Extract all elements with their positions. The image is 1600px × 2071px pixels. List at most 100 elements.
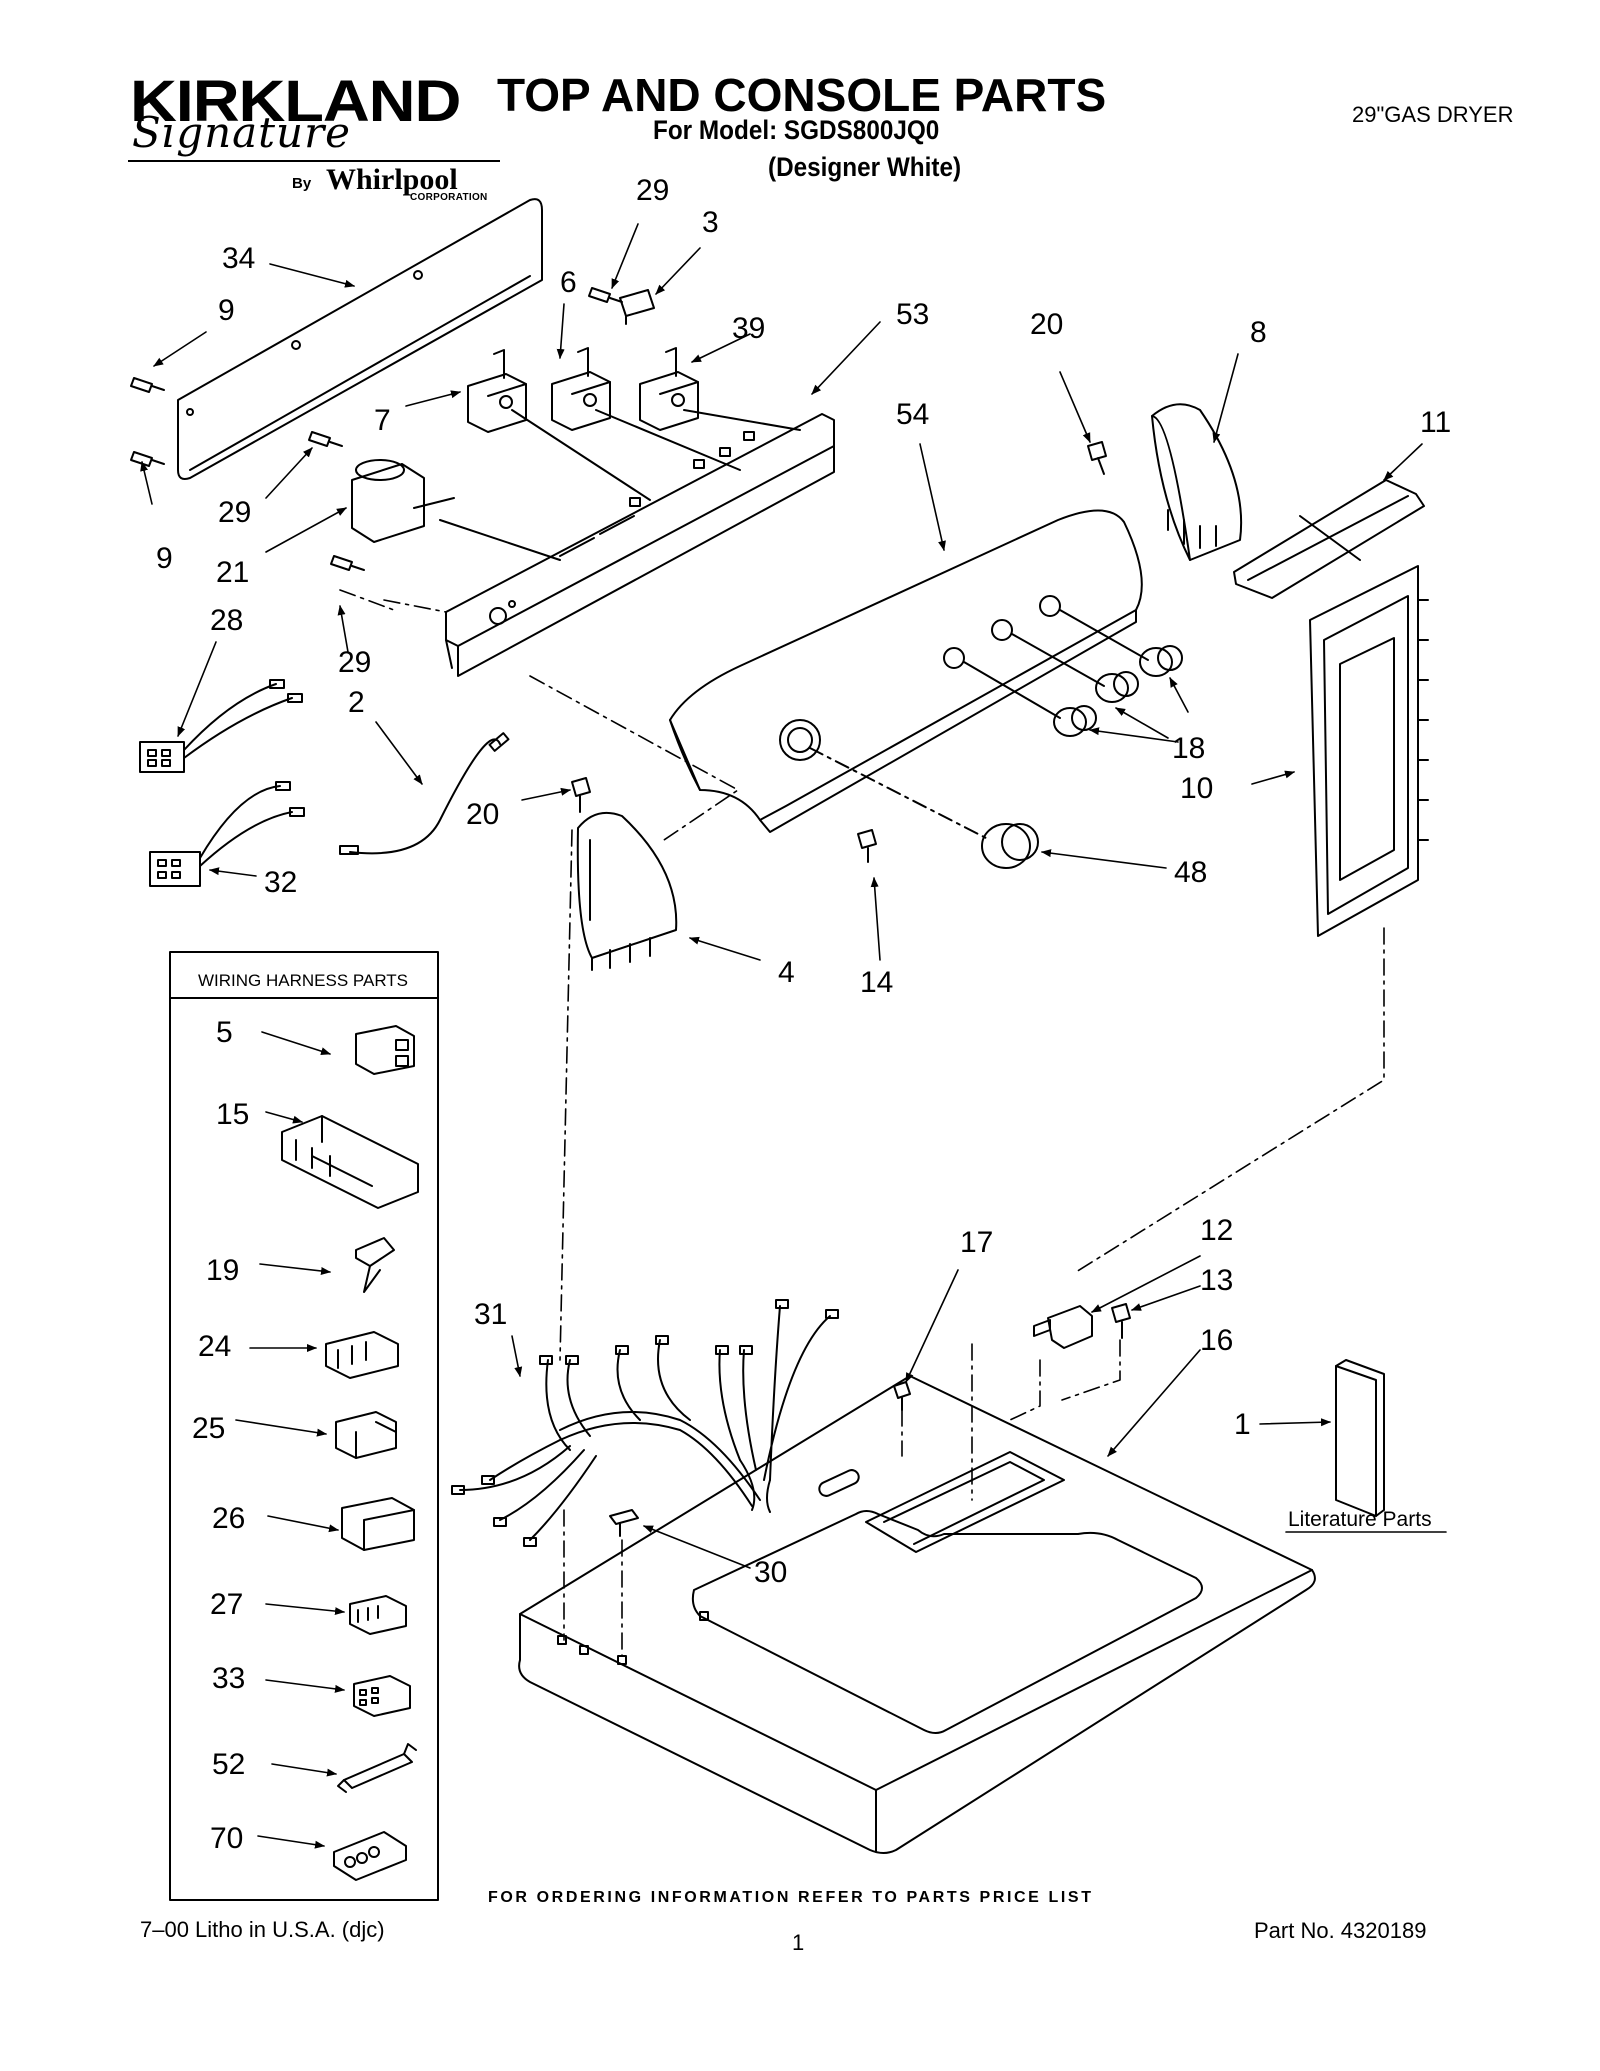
callout-31: 31 xyxy=(474,1298,507,1331)
connector-24-part xyxy=(325,1331,399,1379)
harness-item-19: 19 xyxy=(206,1254,239,1287)
callout-18: 18 xyxy=(1172,732,1205,765)
part-number: Part No. 4320189 xyxy=(1254,1918,1427,1943)
callout-4: 4 xyxy=(778,956,795,989)
model-variant: (Designer White) xyxy=(768,152,962,182)
literature-label: Literature Parts xyxy=(1288,1508,1432,1531)
callout-11: 11 xyxy=(1420,406,1451,439)
callout-3: 3 xyxy=(702,206,719,239)
callout-30: 30 xyxy=(754,1556,787,1589)
callout-20b: 20 xyxy=(466,798,499,831)
literature-1-part xyxy=(1335,1365,1377,1517)
callout-9b: 9 xyxy=(156,542,173,575)
console-rear-panel-part xyxy=(177,198,543,480)
callout-29b: 29 xyxy=(218,496,251,529)
callout-10: 10 xyxy=(1180,772,1213,805)
callout-48: 48 xyxy=(1174,856,1207,889)
main-harness-31-part xyxy=(451,1299,839,1547)
connector-27-part xyxy=(349,1595,407,1635)
screw-29b-part xyxy=(308,431,343,447)
brand-logo: KIRKLAND xyxy=(130,69,461,134)
callout-28: 28 xyxy=(210,604,243,637)
harness-item-33: 33 xyxy=(212,1662,245,1695)
callout-29c: 29 xyxy=(338,646,371,679)
knob-18a-part xyxy=(1053,705,1097,737)
screw-9b-part xyxy=(130,451,165,467)
model-line: For Model: SGDS800JQ0 xyxy=(653,115,940,145)
knob-48-part xyxy=(981,823,1039,869)
harness-box-title: WIRING HARNESS PARTS xyxy=(198,971,408,990)
screw-20b-part xyxy=(571,777,591,813)
callout-6: 6 xyxy=(560,266,577,299)
callout-16: 16 xyxy=(1200,1324,1233,1357)
screw-17-part xyxy=(893,1381,911,1411)
callout-32: 32 xyxy=(264,866,297,899)
callout-39: 39 xyxy=(732,312,765,345)
screw-29c-part xyxy=(330,555,365,571)
connector-15-part xyxy=(281,1115,419,1209)
harness-item-52: 52 xyxy=(212,1748,245,1781)
callout-29a: 29 xyxy=(636,174,669,207)
callout-8: 8 xyxy=(1250,316,1267,349)
screw-14-part xyxy=(857,829,877,863)
connector-33-part xyxy=(353,1675,411,1717)
end-cap-8-part xyxy=(1151,403,1243,561)
duct-frame-10-part xyxy=(1309,565,1419,937)
callout-7: 7 xyxy=(374,404,391,437)
product-type: 29"GAS DRYER xyxy=(1352,102,1514,127)
clip-30-part xyxy=(609,1509,639,1537)
screw-13-part xyxy=(1111,1303,1131,1339)
knob-18c-part xyxy=(1139,645,1183,677)
terminal-block-70-part xyxy=(333,1831,407,1881)
callout-14: 14 xyxy=(860,966,893,999)
harness-item-26: 26 xyxy=(212,1502,245,1535)
callout-17: 17 xyxy=(960,1226,993,1259)
callout-1: 1 xyxy=(1234,1408,1251,1441)
connector-25-part xyxy=(335,1411,397,1459)
harness-28-part xyxy=(139,679,303,773)
callout-20a: 20 xyxy=(1030,308,1063,341)
harness-item-70: 70 xyxy=(210,1822,243,1855)
screw-20a-part xyxy=(1087,441,1107,475)
harness-32-part xyxy=(149,781,305,887)
timer-21-part xyxy=(351,459,455,543)
clip-19-part xyxy=(355,1237,395,1293)
switch-7-part xyxy=(467,349,527,433)
end-cap-4-part xyxy=(576,812,678,959)
terminal-5-part xyxy=(355,1025,415,1075)
callout-21: 21 xyxy=(216,556,249,589)
connector-26-part xyxy=(341,1497,415,1551)
maker-by: By xyxy=(292,175,312,192)
maker-name: Whirlpool xyxy=(326,163,458,196)
maker-suffix: CORPORATION xyxy=(410,192,488,203)
callout-2: 2 xyxy=(348,686,365,719)
callout-34: 34 xyxy=(222,242,255,275)
console-54-part xyxy=(669,509,1143,821)
callout-9a: 9 xyxy=(218,294,235,327)
page-number: 1 xyxy=(792,1930,805,1955)
terminal-52-part xyxy=(337,1743,417,1793)
harness-item-24: 24 xyxy=(198,1330,231,1363)
callout-54: 54 xyxy=(896,398,929,431)
wire-2-part xyxy=(349,738,501,855)
callout-12: 12 xyxy=(1200,1214,1233,1247)
brand-script: Signature xyxy=(132,108,352,157)
callout-13: 13 xyxy=(1200,1264,1233,1297)
knob-18b-part xyxy=(1095,671,1139,703)
harness-item-5: 5 xyxy=(216,1016,233,1049)
harness-item-25: 25 xyxy=(192,1412,225,1445)
print-info: 7–00 Litho in U.S.A. (djc) xyxy=(140,1917,385,1942)
switch-39-part xyxy=(639,347,699,431)
cover-11-part xyxy=(1233,479,1425,599)
screw-9a-part xyxy=(130,377,165,393)
bracket-12-part xyxy=(1033,1305,1093,1349)
harness-item-15: 15 xyxy=(216,1098,249,1131)
switch-6-part xyxy=(551,347,611,431)
harness-box-frame xyxy=(169,951,439,1901)
page-title: TOP AND CONSOLE PARTS xyxy=(497,69,1107,121)
top-panel-16-part xyxy=(518,1375,1316,1854)
harness-item-27: 27 xyxy=(210,1588,243,1621)
callout-53: 53 xyxy=(896,298,929,331)
screw-29a-part xyxy=(588,287,623,303)
